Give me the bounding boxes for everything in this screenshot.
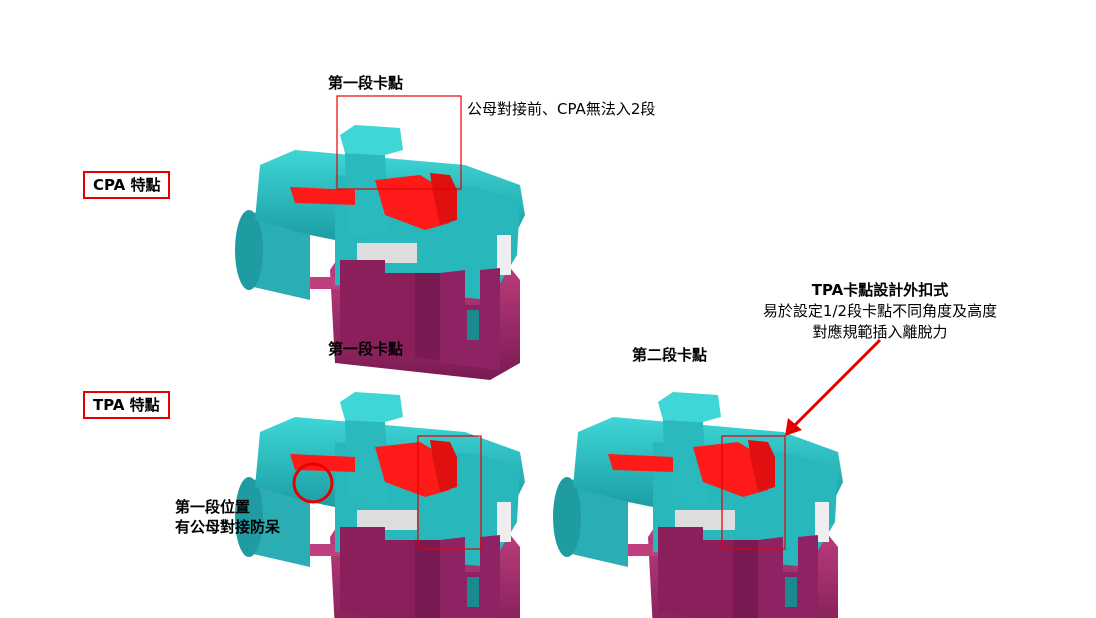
tpa-stage1-note-line-2: 有公母對接防呆 [175,518,281,536]
cpa-stage1-highlight-box [336,95,462,190]
tpa-stage2-highlight-box [721,435,786,550]
tpa-stage2-title: 第二段卡點 [632,346,708,364]
tpa-callout-line-1: TPA卡點設計外扣式 [811,281,949,299]
tpa-callout-line-2: 易於設定1/2段卡點不同角度及高度 [762,302,998,320]
tpa-callout: TPA卡點設計外扣式 易於設定1/2段卡點不同角度及高度 對應規範插入離脫力 [730,280,1030,343]
tpa-stage2-connector-render [553,392,843,618]
cpa-stage1-title: 第一段卡點 [328,74,404,92]
tpa-stage1-title: 第一段卡點 [328,340,404,358]
cpa-note: 公母對接前、CPA無法入2段 [467,100,656,118]
callout-arrow [785,338,882,436]
tpa-section-label: TPA 特點 [83,391,170,419]
tpa-callout-line-3: 對應規範插入離脫力 [812,323,948,341]
mating-polarization-circle [292,462,334,504]
cpa-section-label: CPA 特點 [83,171,171,199]
tpa-stage1-highlight-box [417,435,482,550]
tpa-stage1-note-line-1: 第一段位置 [175,498,251,516]
tpa-stage1-note: 第一段位置 有公母對接防呆 [175,497,280,537]
